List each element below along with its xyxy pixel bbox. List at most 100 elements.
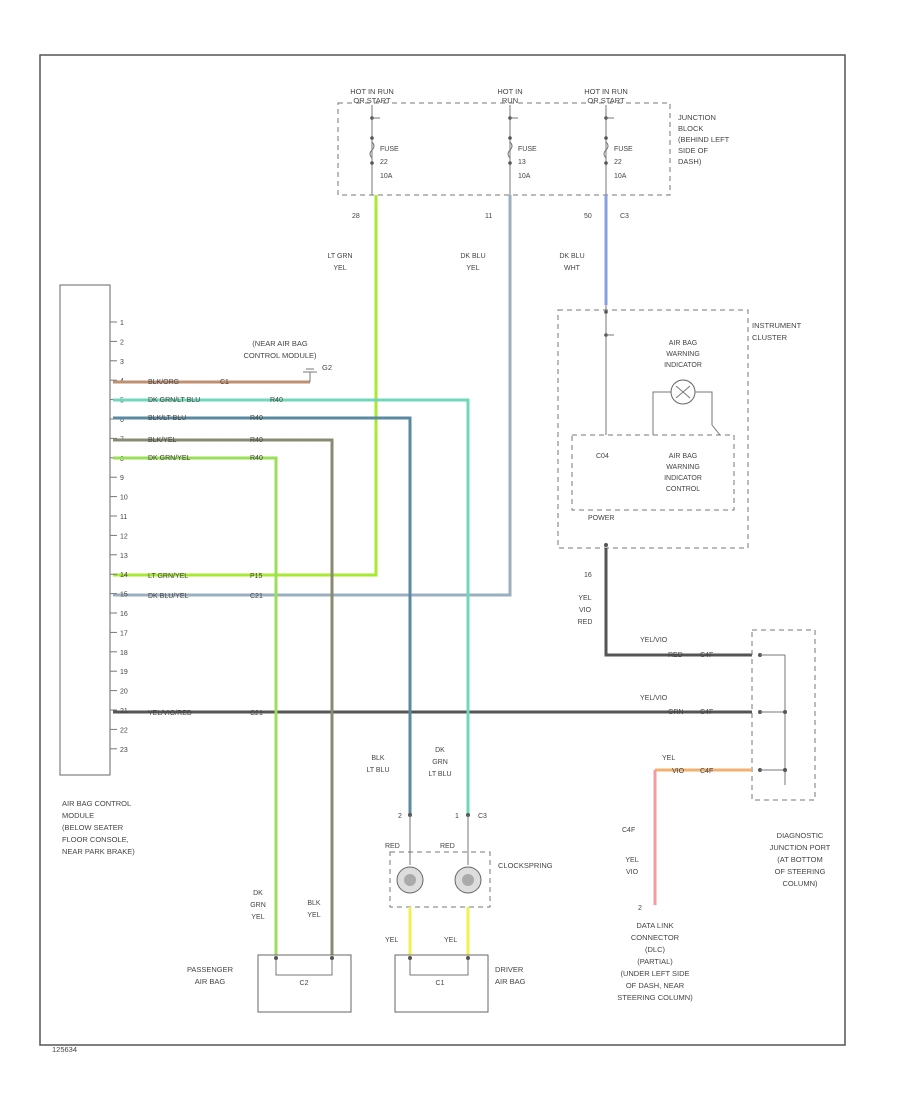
svg-text:BLK/LT BLU: BLK/LT BLU [148, 415, 186, 422]
module-pin-3: 3 [120, 359, 124, 366]
svg-text:(UNDER LEFT SIDE: (UNDER LEFT SIDE [620, 969, 689, 978]
svg-text:DK BLU: DK BLU [559, 253, 584, 260]
module-label: AIR BAG CONTROL MODULE (BELOW SEATER FLO… [62, 799, 135, 856]
svg-text:R40: R40 [270, 397, 283, 404]
svg-text:DRIVER: DRIVER [495, 965, 524, 974]
dlc-pin: 2 [638, 905, 642, 912]
module-pin-20: 20 [120, 689, 128, 696]
svg-text:RUN: RUN [502, 96, 518, 105]
svg-text:50: 50 [584, 213, 592, 220]
svg-text:RED: RED [668, 652, 683, 659]
svg-text:LT GRN/YEL: LT GRN/YEL [148, 573, 188, 580]
svg-text:OR START: OR START [587, 96, 625, 105]
diagram-code: 125634 [52, 1045, 77, 1054]
fuse-header-1: HOT IN RUN OR START [350, 87, 394, 105]
svg-text:BLK: BLK [371, 755, 385, 762]
svg-text:(NEAR AIR BAG: (NEAR AIR BAG [252, 339, 308, 348]
module-pin-19: 19 [120, 669, 128, 676]
svg-text:LT BLU: LT BLU [428, 771, 451, 778]
svg-text:C3: C3 [620, 213, 629, 220]
air-bag-control-module [59, 284, 111, 776]
driver-air-bag-inner: C1 [408, 956, 470, 987]
cluster-pin-power: POWER [588, 515, 614, 522]
wire-label-row-1: YEL/VIO RED C4F [640, 637, 713, 659]
module-pin-14: 14 [120, 572, 128, 579]
fuse-header-2: HOT IN RUN [497, 87, 522, 105]
cluster-pin-16: 16 [584, 572, 592, 579]
svg-text:YEL: YEL [662, 755, 675, 762]
wire-label-dk-blu-wht: DK BLU WHT [559, 253, 584, 272]
driver-air-bag-label: DRIVER AIR BAG [495, 965, 526, 986]
svg-text:YEL: YEL [466, 265, 479, 272]
svg-text:MODULE: MODULE [62, 811, 94, 820]
svg-text:CONNECTOR: CONNECTOR [631, 933, 680, 942]
module-pin-16: 16 [120, 611, 128, 618]
svg-text:YEL/VIO: YEL/VIO [640, 637, 668, 644]
instrument-cluster-label: INSTRUMENT CLUSTER [752, 321, 802, 342]
svg-text:DIAGNOSTIC: DIAGNOSTIC [777, 831, 824, 840]
ground-symbol [303, 368, 317, 382]
wire-label-dk-grn-ltblu: DK GRN LT BLU [428, 747, 451, 778]
svg-text:JUNCTION PORT: JUNCTION PORT [770, 843, 831, 852]
wire-label-row-2: YEL/VIO GRN C4F [640, 695, 713, 716]
svg-text:WARNING: WARNING [666, 351, 700, 358]
instrument-cluster-outline [557, 309, 749, 549]
svg-text:SIDE OF: SIDE OF [678, 146, 708, 155]
svg-text:YEL: YEL [578, 595, 591, 602]
svg-text:INDICATOR: INDICATOR [664, 475, 702, 482]
svg-text:DK GRN/YEL: DK GRN/YEL [148, 455, 191, 462]
fuse-2: FUSE 13 10A [507, 105, 537, 195]
svg-text:1: 1 [455, 813, 459, 820]
module-pin-13: 13 [120, 553, 128, 560]
wire-dk-blu-yel [113, 195, 512, 597]
ground-note: (NEAR AIR BAG CONTROL MODULE) G2 [243, 339, 332, 372]
module-pin-10: 10 [120, 495, 128, 502]
svg-text:AIR BAG: AIR BAG [669, 340, 697, 347]
svg-text:22: 22 [614, 159, 622, 166]
svg-text:C1: C1 [436, 980, 445, 987]
svg-text:FUSE: FUSE [614, 146, 633, 153]
svg-text:VIO: VIO [672, 768, 685, 775]
svg-text:CLUSTER: CLUSTER [752, 333, 788, 342]
module-pin-2: 2 [120, 339, 124, 346]
wire-label-red-right: RED [440, 843, 455, 850]
wire-label-lt-grn-yel: LT GRN YEL [327, 253, 352, 272]
svg-text:YEL/VIO: YEL/VIO [640, 695, 668, 702]
svg-text:G2: G2 [322, 363, 332, 372]
svg-text:DK BLU: DK BLU [460, 253, 485, 260]
svg-text:(DLC): (DLC) [645, 945, 666, 954]
svg-text:OF STEERING: OF STEERING [775, 867, 826, 876]
svg-text:DK BLU/YEL: DK BLU/YEL [148, 593, 189, 600]
svg-text:AIR BAG: AIR BAG [195, 977, 226, 986]
svg-text:C4F: C4F [700, 709, 713, 716]
module-pin-22: 22 [120, 727, 128, 734]
svg-text:HOT IN RUN: HOT IN RUN [584, 87, 628, 96]
svg-text:YEL: YEL [333, 265, 346, 272]
passenger-air-bag [257, 954, 352, 1013]
clockspring-coils [396, 866, 482, 894]
clockspring-label: CLOCKSPRING [498, 861, 553, 870]
svg-text:CONTROL MODULE): CONTROL MODULE) [243, 351, 317, 360]
svg-text:22: 22 [380, 159, 388, 166]
svg-text:YEL/VIO/RED: YEL/VIO/RED [148, 710, 192, 717]
diagram-frame [39, 54, 846, 1046]
svg-text:BLK: BLK [307, 900, 321, 907]
svg-text:R40: R40 [250, 437, 263, 444]
svg-text:DK: DK [253, 890, 263, 897]
svg-text:LT GRN: LT GRN [327, 253, 352, 260]
svg-text:JUNCTION: JUNCTION [678, 113, 716, 122]
wire-label-dlc: YEL VIO [625, 857, 638, 876]
svg-text:BLK/YEL: BLK/YEL [148, 437, 177, 444]
svg-text:28: 28 [352, 213, 360, 220]
passenger-air-bag-label: PASSENGER AIR BAG [187, 965, 234, 986]
svg-text:(BEHIND LEFT: (BEHIND LEFT [678, 135, 730, 144]
svg-text:FLOOR CONSOLE,: FLOOR CONSOLE, [62, 835, 129, 844]
svg-text:YEL: YEL [625, 857, 638, 864]
module-pin-17: 17 [120, 630, 128, 637]
wire-label-red-left: RED [385, 843, 400, 850]
svg-text:C21: C21 [250, 710, 263, 717]
driver-air-bag [394, 954, 489, 1013]
svg-text:AIR BAG: AIR BAG [495, 977, 526, 986]
svg-text:YEL: YEL [307, 912, 320, 919]
module-pin-18: 18 [120, 650, 128, 657]
